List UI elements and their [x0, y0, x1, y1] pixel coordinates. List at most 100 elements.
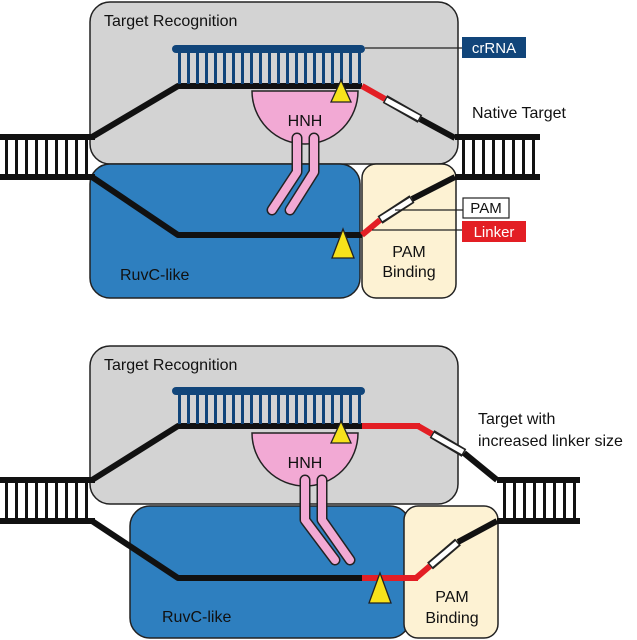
target-recognition-label: Target Recognition: [104, 357, 237, 374]
crrna-base: [268, 50, 271, 84]
crrna-base: [322, 50, 325, 84]
dna-duplex-left: [0, 134, 95, 180]
base-pair-rung: [462, 137, 465, 177]
crrna-base: [358, 392, 361, 424]
cut-site-marker-hnh: [329, 78, 353, 103]
target-strand-end: [462, 450, 499, 483]
crrna-base: [259, 392, 262, 424]
base-pair-rung: [522, 137, 525, 177]
base-pair-rung: [5, 137, 8, 177]
pam-binding-label-line2: Binding: [425, 610, 478, 627]
base-pair-rung: [55, 137, 58, 177]
crrna-base: [196, 50, 199, 84]
base-pair-rung: [15, 480, 18, 521]
crrna-tag-label: crRNA: [472, 40, 516, 57]
crrna-base: [187, 392, 190, 424]
base-pair-rung: [502, 137, 505, 177]
cut-site-marker-hnh: [329, 419, 353, 444]
crrna-base: [340, 50, 343, 84]
target-linker-segment-bend: [416, 423, 434, 437]
base-pair-rung: [45, 137, 48, 177]
crrna-base: [286, 50, 289, 84]
crrna-base: [214, 50, 217, 84]
crrna-base: [277, 50, 280, 84]
base-pair-rung: [513, 480, 516, 521]
crrna-base: [241, 50, 244, 84]
crrna-base: [313, 50, 316, 84]
base-pair-rung: [563, 480, 566, 521]
base-pair-rung: [65, 480, 68, 521]
crrna-base: [196, 392, 199, 424]
base-pair-rung: [503, 480, 506, 521]
native-target-label: Native Target: [472, 105, 567, 122]
linker-tag-label: Linker: [474, 224, 515, 241]
crrna-tag: [462, 37, 526, 58]
crrna-base: [349, 392, 352, 424]
crrna-guide: [172, 387, 365, 424]
dna-duplex-right: [497, 477, 580, 524]
crrna-base: [277, 392, 280, 424]
base-pair-rung: [532, 137, 535, 177]
base-pair-rung: [55, 480, 58, 521]
base-pair-rung: [482, 137, 485, 177]
crrna-base: [340, 392, 343, 424]
ruvc-label: RuvC-like: [162, 609, 231, 626]
target-recognition-label: Target Recognition: [104, 13, 237, 30]
target-strand-end: [418, 116, 457, 141]
pam-tag-label: PAM: [470, 200, 501, 217]
base-pair-rung: [553, 480, 556, 521]
nontarget-strand: [90, 518, 362, 581]
nontarget-pam-segment-fill: [429, 541, 459, 567]
crrna-base: [268, 392, 271, 424]
crrna-base: [259, 50, 262, 84]
crrna-base: [241, 392, 244, 424]
nontarget-linker-segment-bend: [414, 563, 432, 581]
increased-linker-target-label-line2: increased linker size: [478, 433, 623, 450]
crrna-base: [223, 50, 226, 84]
increased-linker-target-label-line1: Target with: [478, 411, 555, 428]
pam-tag: [462, 197, 510, 219]
crrna-base: [295, 392, 298, 424]
base-pair-rung: [15, 137, 18, 177]
pam-binding-domain: [403, 505, 499, 639]
target-pam-segment-fill: [431, 432, 465, 455]
base-pair-rung: [85, 137, 88, 177]
crrna-base: [295, 50, 298, 84]
pam-binding-domain: [361, 163, 457, 299]
base-pair-rung: [5, 480, 8, 521]
crrna-base: [358, 50, 361, 84]
pam-binding-label-line1: PAM: [392, 244, 425, 261]
crrna-base: [349, 50, 352, 84]
base-pair-rung: [533, 480, 536, 521]
crrna-base: [205, 392, 208, 424]
ruvc-label: RuvC-like: [120, 267, 189, 284]
crrna-guide: [172, 45, 365, 84]
target-strand: [90, 423, 362, 483]
pam-binding-label-line2: Binding: [382, 264, 435, 281]
cut-site-marker-ruvc: [368, 571, 392, 604]
base-pair-rung: [35, 137, 38, 177]
base-pair-rung: [75, 137, 78, 177]
crrna-base: [331, 392, 334, 424]
base-pair-rung: [543, 480, 546, 521]
crrna-base: [250, 50, 253, 84]
target-strand: [90, 83, 362, 140]
hnh-label: HNH: [288, 113, 323, 130]
dna-duplex-right: [455, 134, 540, 180]
crrna-base: [178, 50, 181, 84]
base-pair-rung: [512, 137, 515, 177]
nontarget-strand: [90, 174, 362, 238]
nontarget-linker-segment: [360, 217, 382, 238]
crrna-base: [286, 392, 289, 424]
crrna-base: [187, 50, 190, 84]
panel-increased-linker: Target Recognition RuvC-like PAM Binding…: [0, 345, 623, 639]
crrna-base: [322, 392, 325, 424]
base-pair-rung: [75, 480, 78, 521]
base-pair-rung: [573, 480, 576, 521]
base-pair-rung: [523, 480, 526, 521]
crrna-base: [304, 50, 307, 84]
hnh-domain: HNH: [251, 432, 359, 566]
crrna-base: [178, 392, 181, 424]
crrna-base: [232, 50, 235, 84]
